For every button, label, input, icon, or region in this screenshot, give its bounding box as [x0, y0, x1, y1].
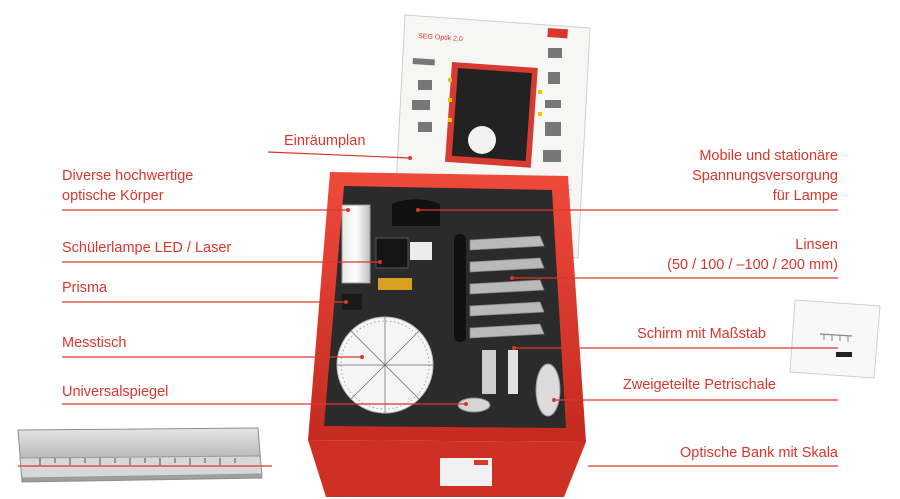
leader-lines: [18, 151, 838, 467]
screen-card: [789, 299, 881, 379]
label-einraeumplan: Einräumplan: [284, 133, 366, 149]
label-optical-bench: Optische Bank mit Skala: [680, 445, 838, 461]
rail-scale: [39, 458, 236, 465]
label-power-supply-line1: Mobile und stationäre: [699, 148, 838, 164]
plan-sheet-title: SEG Optik 2.0: [418, 33, 463, 43]
label-lenses-line2: (50 / 100 / –100 / 200 mm): [667, 257, 838, 273]
label-optical-bodies: Diverse hochwertige optische Körper: [62, 166, 193, 206]
label-lenses: Linsen (50 / 100 / –100 / 200 mm): [667, 235, 838, 275]
label-measuring-table: Messtisch: [62, 335, 127, 351]
label-petri-dish: Zweigeteilte Petrischale: [622, 377, 776, 393]
label-power-supply-line2: Spannungsversorgung: [692, 168, 838, 184]
universal-mirror: [457, 397, 491, 413]
label-universal-mirror: Universalspiegel: [62, 384, 169, 400]
label-prism: Prisma: [62, 280, 108, 296]
petri-dish: [535, 363, 561, 417]
label-lenses-line1: Linsen: [795, 237, 838, 253]
foam-contents: [336, 199, 561, 417]
label-optical-bodies-line2: optische Körper: [62, 188, 164, 204]
label-power-supply-line3: für Lampe: [772, 188, 838, 204]
plan-dial: [468, 126, 496, 154]
screen-holder: [482, 350, 496, 394]
label-screen: Schirm mit Maßstab: [637, 326, 766, 342]
plan-logo: [547, 28, 568, 39]
optical-bench-rail: [17, 427, 263, 483]
optical-bodies: [341, 204, 371, 284]
lenses: [469, 235, 545, 339]
prism: [342, 294, 362, 310]
label-optical-bodies-line1: Diverse hochwertige: [62, 168, 194, 184]
label-student-lamp: Schülerlampe LED / Laser: [62, 240, 232, 256]
label-power-supply: Mobile und stationäre Spannungsversorgun…: [692, 146, 838, 206]
